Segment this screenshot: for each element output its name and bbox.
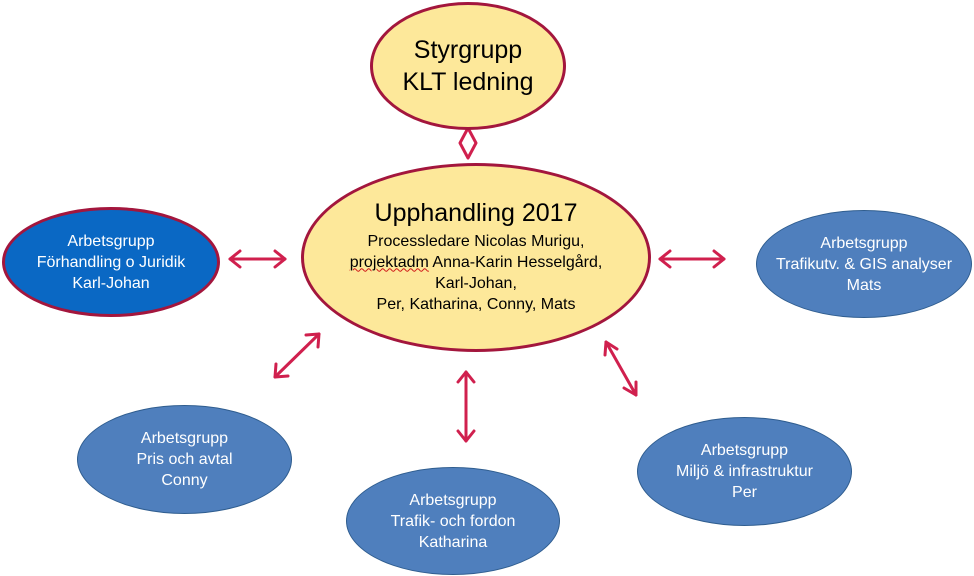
arrow-center-bottom-right-group [603, 340, 638, 397]
procurement-title: Upphandling 2017 [374, 198, 578, 227]
group-label: Arbetsgrupp [67, 232, 155, 250]
steering-group-subtitle: KLT ledning [402, 68, 534, 96]
group-lead: Katharina [418, 533, 488, 551]
group-traffic-vehicles: Arbetsgrupp Trafik- och fordon Katharina [346, 467, 560, 575]
group-lead: Per [732, 484, 757, 501]
connector-steering-center [458, 126, 478, 160]
group-name: Miljö & infrastruktur [676, 463, 813, 480]
group-name: Trafik- och fordon [390, 512, 516, 530]
group-label: Arbetsgrupp [700, 442, 789, 459]
arrow-center-right-group [658, 249, 726, 269]
process-leader-line: Processledare Nicolas Murigu, [367, 232, 585, 250]
project-admin-line: projektadm Anna-Karin Hesselgård, [350, 252, 603, 273]
group-label: Arbetsgrupp [140, 430, 229, 447]
group-traffic-gis: Arbetsgrupp Trafikutv. & GIS analyser Ma… [756, 210, 972, 318]
group-price-contract: Arbetsgrupp Pris och avtal Conny [77, 405, 292, 514]
procurement-center-node: Upphandling 2017 Processledare Nicolas M… [301, 163, 651, 352]
project-admin-name: Anna-Karin Hesselgård, [428, 253, 603, 271]
group-label: Arbetsgrupp [820, 234, 908, 252]
arrow-center-bottom-left-group [273, 332, 321, 379]
group-lead: Mats [846, 276, 882, 294]
group-name: Trafikutv. & GIS analyser [775, 255, 953, 273]
group-negotiation-legal: Arbetsgrupp Förhandling o Juridik Karl-J… [2, 207, 220, 317]
group-name: Förhandling o Juridik [36, 253, 186, 271]
member-line-1: Karl-Johan, [435, 274, 517, 292]
arrow-center-left-group [228, 249, 287, 269]
arrow-center-bottom-group [456, 370, 476, 443]
steering-group-title: Styrgrupp [413, 36, 523, 64]
group-name: Pris och avtal [136, 451, 233, 468]
member-line-2: Per, Katharina, Conny, Mats [376, 295, 576, 313]
group-lead: Conny [161, 472, 208, 489]
group-environment-infrastructure: Arbetsgrupp Miljö & infrastruktur Per [637, 417, 852, 526]
steering-group-node: Styrgrupp KLT ledning [370, 2, 566, 130]
project-admin-word: projektadm [349, 253, 429, 271]
group-label: Arbetsgrupp [409, 491, 497, 509]
group-lead: Karl-Johan [72, 274, 150, 292]
